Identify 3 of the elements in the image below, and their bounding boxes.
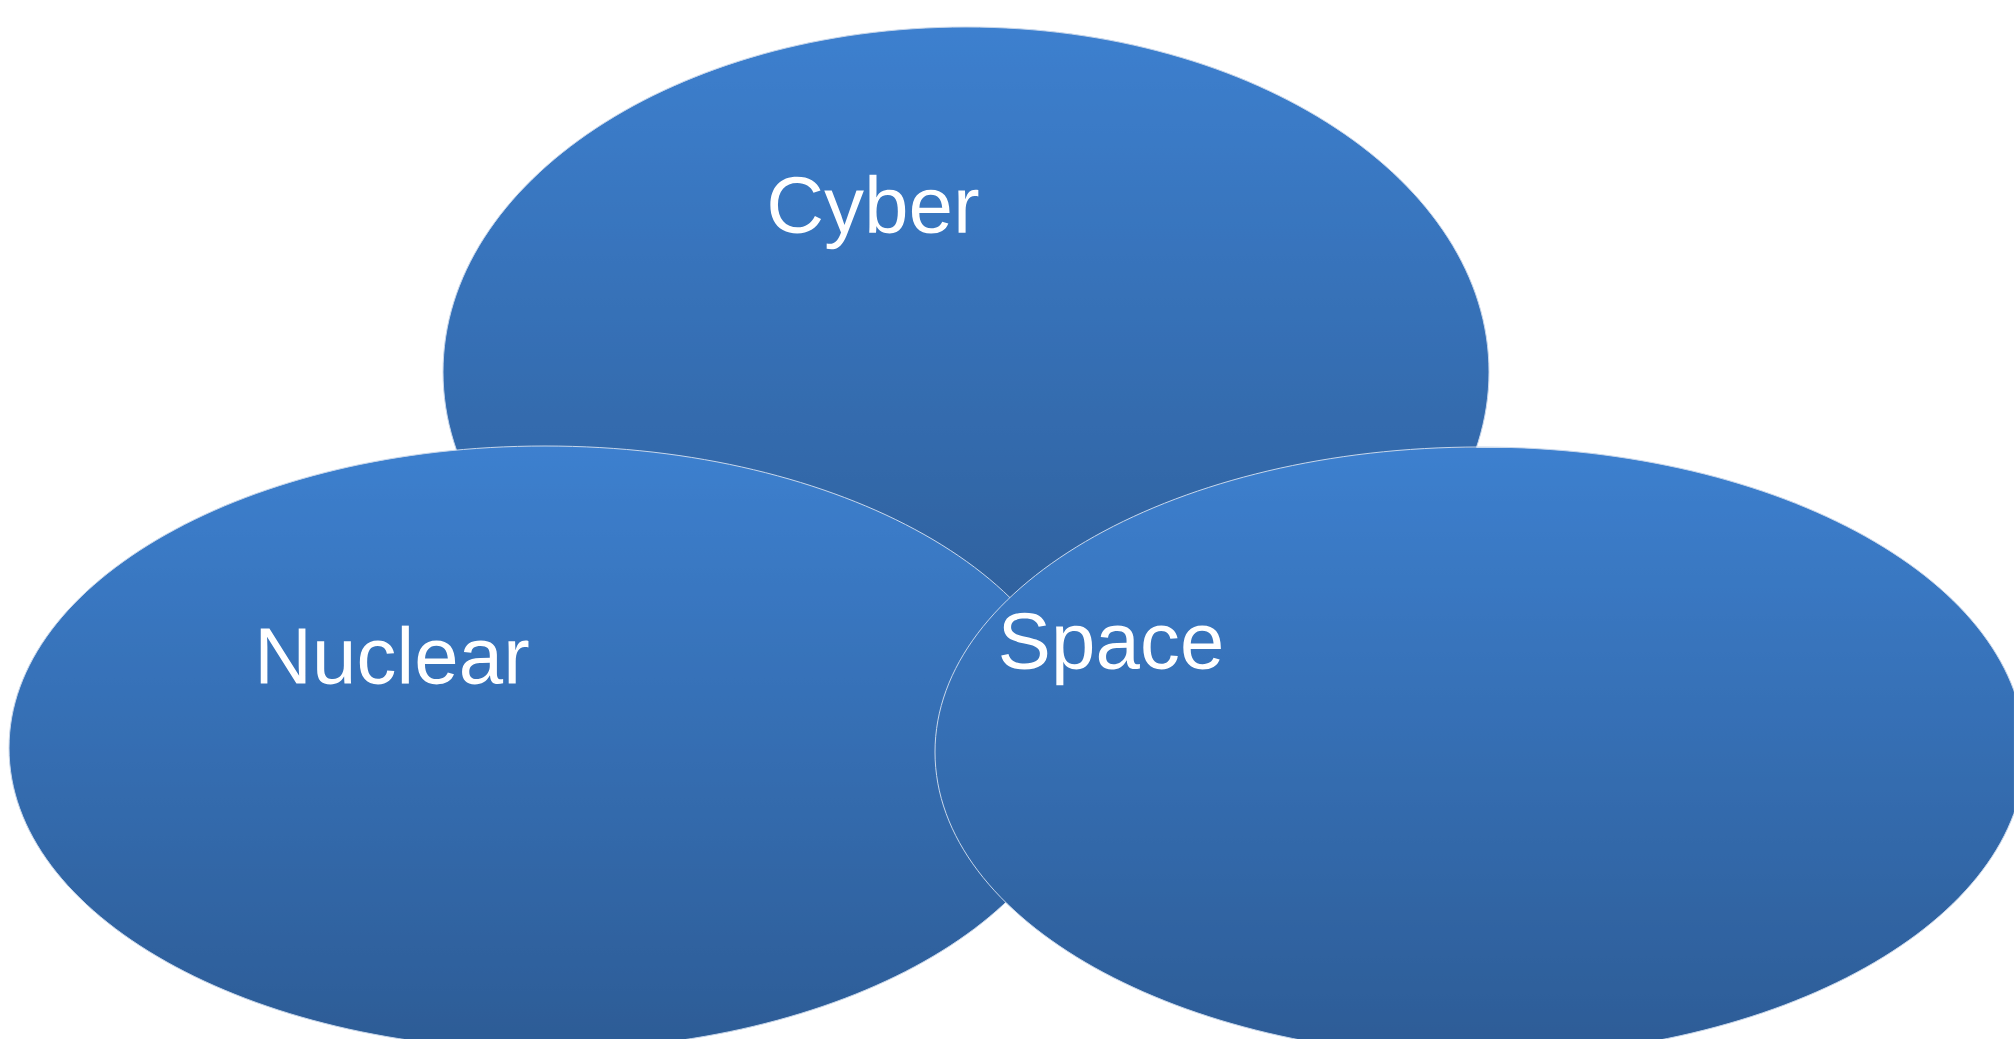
ellipse-label: Space <box>1001 612 1221 686</box>
ellipse-label: Nuclear <box>260 625 529 685</box>
ellipse-label: Cyber <box>770 174 979 250</box>
